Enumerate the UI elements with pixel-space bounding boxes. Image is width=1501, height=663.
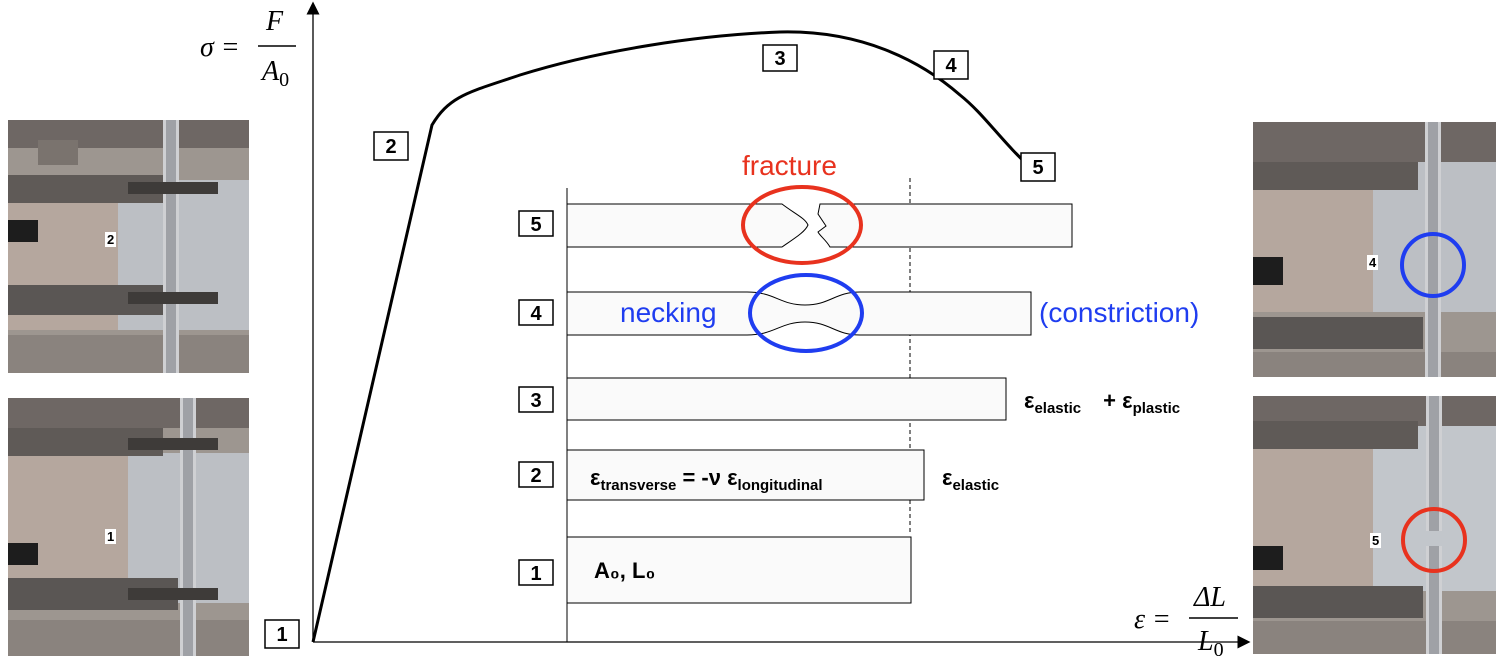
stage-5-specimen [566,203,1073,248]
specimen-photo-image [8,120,249,373]
curve-marker-1: 1 [264,619,300,649]
svg-text:3: 3 [530,390,541,412]
stage-3-specimen [566,377,1007,421]
specimen-photo-stage-1: 1 [8,398,249,656]
svg-text:4: 4 [530,303,542,325]
stage-1-dimensions: A₀, L₀ [594,558,655,583]
curve-marker-3: 3 [762,44,798,72]
stage-5-label: 5 [518,210,554,237]
svg-text:5: 5 [1032,157,1043,179]
photo-stage-label: 1 [105,529,117,544]
svg-text:3: 3 [774,48,785,70]
fracture-highlight-circle [1401,507,1467,573]
stage-4-label: 4 [518,299,554,326]
svg-text:1: 1 [530,563,541,585]
stage-2-strain-note: εelastic [942,465,999,494]
curve-marker-5: 5 [1020,152,1056,182]
y-axis-denominator: A0 [260,56,289,91]
svg-text:2: 2 [385,136,396,158]
specimen-photo-stage-5: 5 [1253,396,1496,654]
svg-text:2: 2 [530,465,541,487]
specimen-photo-image [8,398,249,656]
curve-marker-2: 2 [373,131,409,161]
svg-text:5: 5 [530,214,541,236]
photo-stage-label: 2 [105,232,117,247]
stage-1-specimen: A₀, L₀ [566,536,912,604]
poisson-relation: εtransverse = -ν εlongitudinal [590,465,823,494]
stage-3-strain-note: εelastic+ εplastic [1024,388,1180,417]
svg-text:1: 1 [276,624,287,646]
x-axis-denominator: L0 [1197,626,1224,661]
stage-4-specimen [566,291,1032,336]
stage-3-label: 3 [518,386,554,413]
stress-strain-curve [311,30,1037,643]
stage-2-label: 2 [518,461,554,488]
constriction-label: (constriction) [1039,297,1199,328]
specimen-photo-image [1253,122,1496,377]
x-axis-lhs: ε = [1134,604,1171,635]
photo-stage-label: 5 [1370,533,1382,548]
fracture-circle [741,185,863,265]
specimen-photo-image [1253,396,1496,654]
y-axis-lhs: σ = [200,32,240,63]
curve-marker-4: 4 [933,50,969,80]
stage-2-specimen: εtransverse = -ν εlongitudinal [566,449,925,501]
stage-1-label: 1 [518,559,554,586]
necking-label: necking [620,297,717,328]
fracture-label: fracture [742,150,837,181]
y-axis-numerator: F [265,6,284,37]
specimen-photo-stage-2: 2 [8,120,249,373]
necking-circle [748,273,864,353]
necking-highlight-circle [1400,232,1466,298]
photo-stage-label: 4 [1367,255,1379,270]
x-axis-numerator: ΔL [1193,582,1226,613]
svg-text:4: 4 [945,55,957,77]
specimen-photo-stage-4: 4 [1253,122,1496,377]
